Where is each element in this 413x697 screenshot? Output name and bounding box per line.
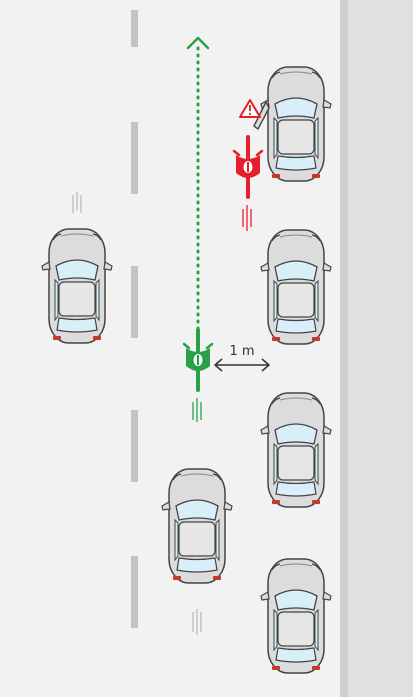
- parked-car-2: [261, 230, 331, 344]
- curb: [340, 0, 348, 697]
- parked-car-3: [261, 393, 331, 507]
- sidewalk: [348, 0, 413, 697]
- parked-car-4: [261, 559, 331, 673]
- oncoming-car: [42, 229, 112, 343]
- distance-label: 1 m: [229, 344, 254, 359]
- driving-car: [162, 469, 232, 583]
- parked-car-1: [261, 67, 331, 181]
